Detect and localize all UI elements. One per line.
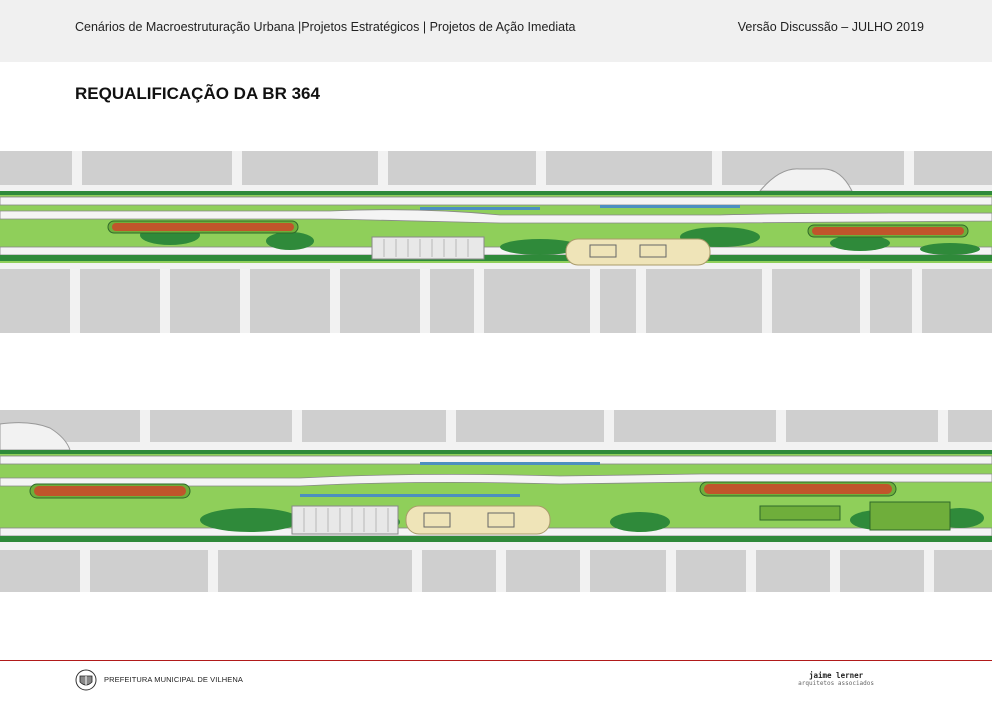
plan-drawing-1 — [0, 151, 992, 333]
city-coat-of-arms-icon — [75, 669, 97, 691]
plan-drawing-2 — [0, 410, 992, 592]
footer-divider — [0, 660, 992, 661]
firm-logo: jaime lerner arquitetos associados — [798, 671, 874, 687]
page-header: Cenários de Macroestruturação Urbana |Pr… — [0, 0, 992, 62]
header-project-title: Cenários de Macroestruturação Urbana |Pr… — [75, 20, 576, 34]
header-version: Versão Discussão – JULHO 2019 — [737, 20, 924, 34]
firm-name: jaime lerner — [808, 671, 864, 680]
footer-organization: PREFEITURA MUNICIPAL DE VILHENA — [104, 675, 243, 684]
firm-subtitle: arquitetos associados — [798, 680, 874, 687]
page-title: REQUALIFICAÇÃO DA BR 364 — [75, 84, 320, 103]
